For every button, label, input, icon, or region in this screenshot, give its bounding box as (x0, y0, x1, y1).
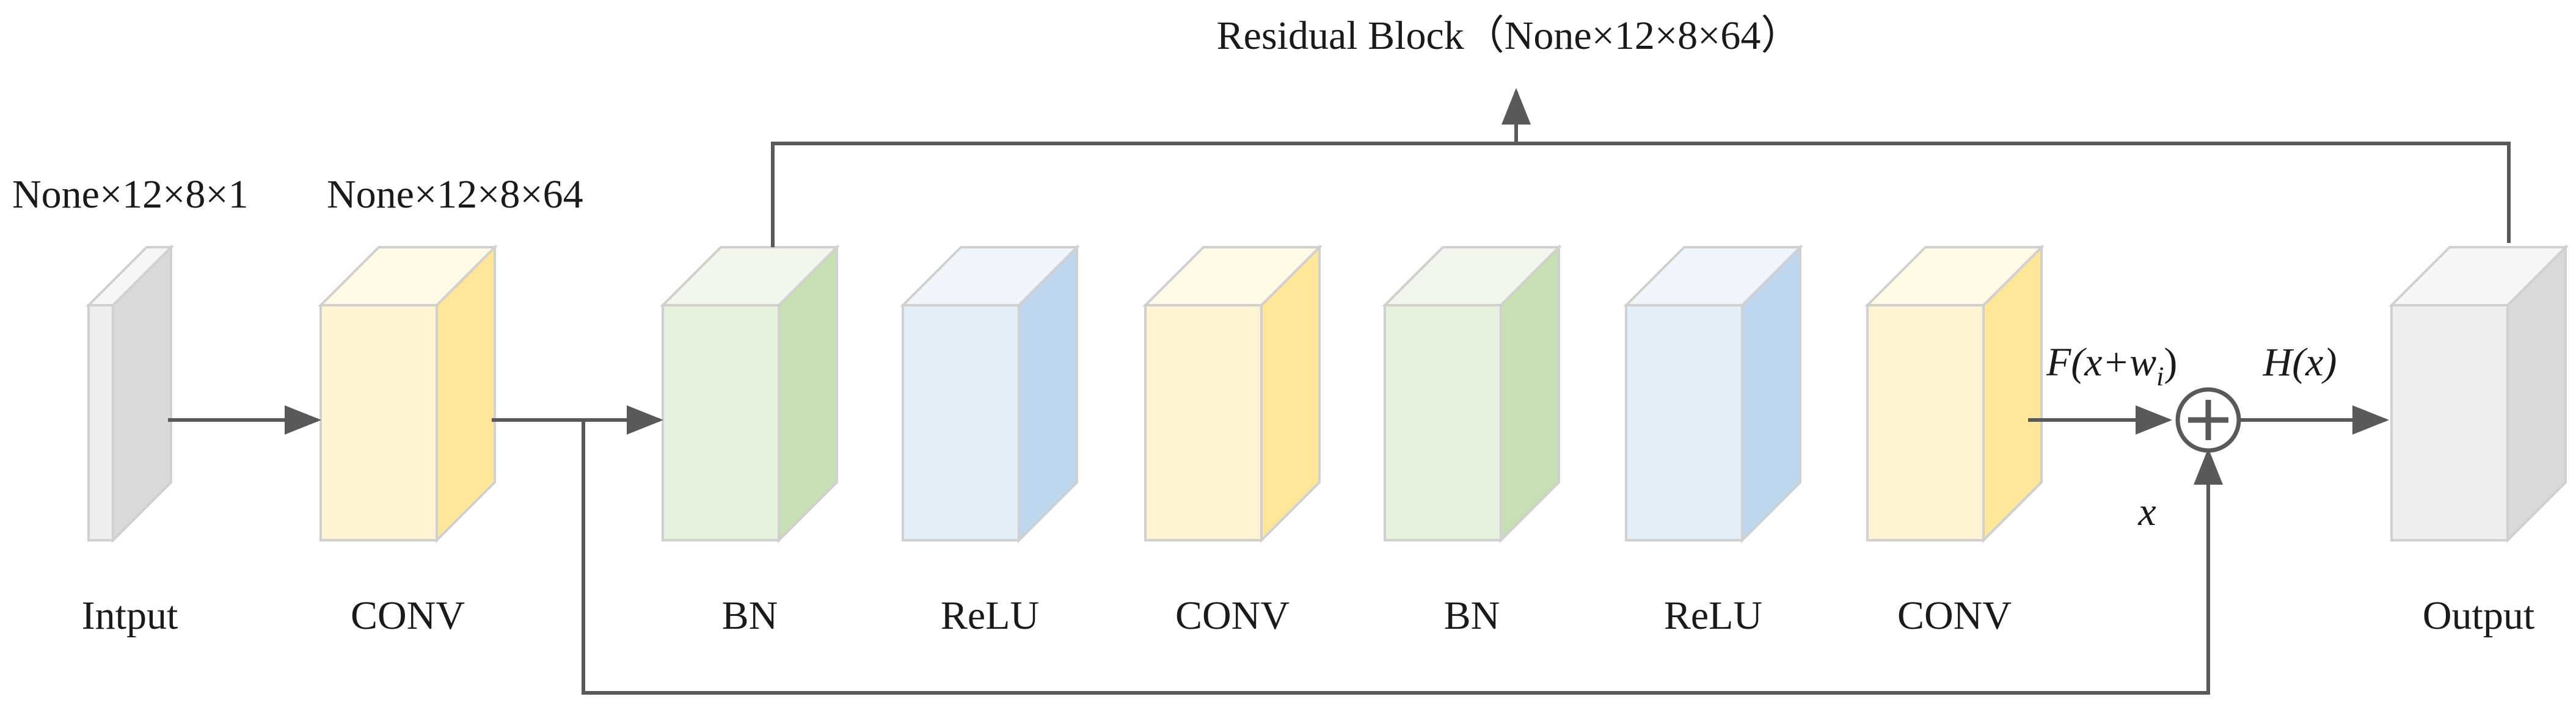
circled-plus-icon (2175, 387, 2241, 453)
f-label-close: ) (2164, 340, 2177, 385)
block-conv-1-top (318, 246, 498, 306)
input-shape-label: None×12×8×1 (12, 172, 249, 217)
block-bn-2 (1382, 244, 1562, 543)
block-input-front (87, 304, 114, 541)
blocks-layer (86, 244, 2569, 543)
diagram-title: Residual Block（None×12×8×64） (1217, 13, 1801, 58)
block-bn-1 (660, 244, 840, 543)
block-label-output: Output (2423, 593, 2534, 638)
block-conv-2-front (1144, 304, 1263, 541)
block-bn-1-top (660, 246, 840, 306)
block-relu-1-front (902, 304, 1020, 541)
skip-connection (582, 420, 2223, 695)
block-conv-1 (318, 244, 498, 543)
h-label: H(x) (2263, 340, 2337, 385)
block-relu-2 (1623, 244, 1803, 543)
block-conv-3-top (1864, 246, 2045, 306)
block-conv-3-front (1866, 304, 1985, 541)
block-input-top (86, 246, 174, 306)
block-bn-2-top (1382, 246, 1562, 306)
block-conv-3 (1864, 244, 2045, 543)
block-label-conv-2: CONV (1175, 593, 1290, 638)
f-label: F(x+wi) (2046, 340, 2177, 391)
residual-bracket (771, 142, 2511, 247)
block-bn-1-front (662, 304, 780, 541)
block-output (2388, 244, 2569, 543)
block-label-bn-2: BN (1444, 593, 1500, 638)
block-conv-2-top (1142, 246, 1323, 306)
block-conv-2 (1142, 244, 1323, 543)
block-relu-2-front (1625, 304, 1743, 541)
block-relu-1 (900, 244, 1080, 543)
block-label-relu-2: ReLU (1664, 593, 1762, 638)
block-bn-2-front (1384, 304, 1502, 541)
block-conv-1-front (319, 304, 438, 541)
f-label-sub: i (2156, 361, 2164, 391)
x-label: x (2137, 490, 2156, 534)
block-labels-layer: Intput CONV BN ReLU CONV BN ReLU CONV Ou… (82, 593, 2535, 638)
block-output-front (2390, 304, 2509, 541)
block-label-bn-1: BN (722, 593, 778, 638)
block-relu-1-top (900, 246, 1080, 306)
wires-layer (168, 88, 2511, 695)
block-output-top (2388, 246, 2569, 306)
block-input (86, 244, 174, 543)
block-label-input: Intput (82, 593, 178, 638)
block-label-conv-1: CONV (351, 593, 465, 638)
f-label-main: F(x+w (2046, 340, 2156, 385)
block-label-relu-1: ReLU (941, 593, 1039, 638)
conv-shape-label: None×12×8×64 (327, 172, 583, 217)
block-label-conv-3: CONV (1897, 593, 2012, 638)
block-relu-2-top (1623, 246, 1803, 306)
